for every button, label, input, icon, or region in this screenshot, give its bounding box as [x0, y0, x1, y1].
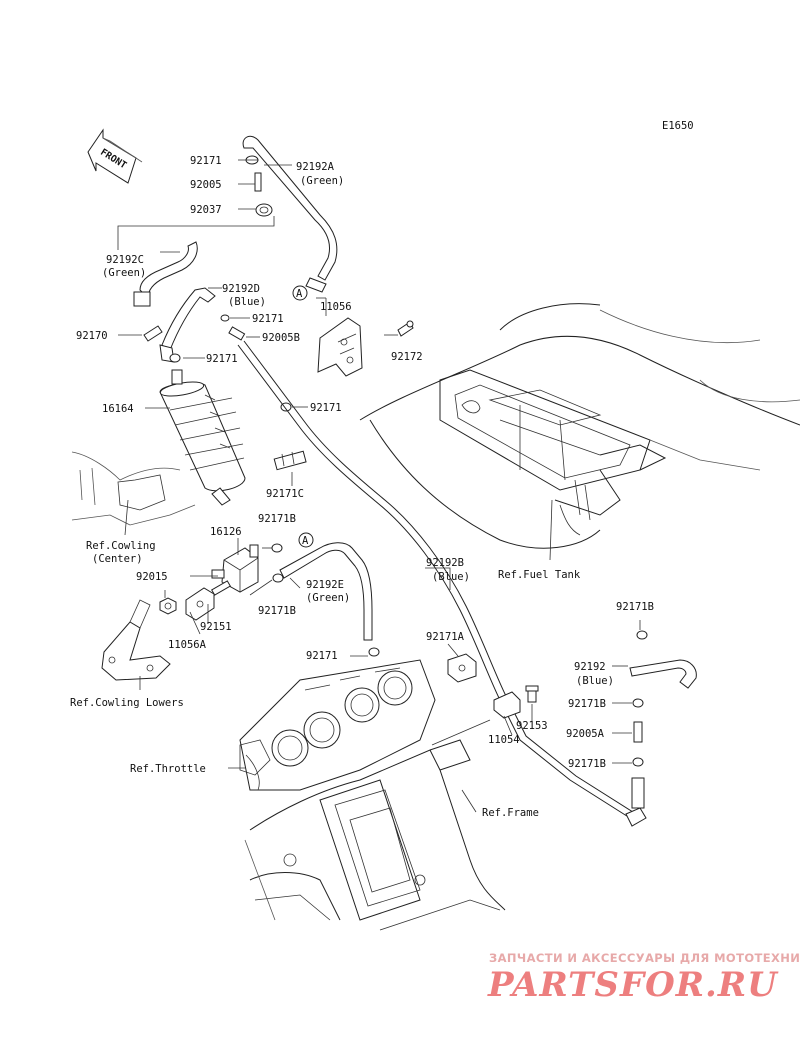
label-92171c: 92171C [266, 488, 304, 500]
label-92171-d: 92171 [310, 402, 342, 414]
bracket-11056 [317, 317, 363, 377]
clip-92171b-d [632, 698, 644, 708]
label-92192e: 92192E [306, 579, 344, 591]
label-92153: 92153 [516, 720, 548, 732]
hose-92192b [237, 340, 647, 827]
label-92192b: 92192B [426, 557, 464, 569]
label-92171b-d: 92171B [568, 698, 606, 710]
callout-a-mid-letter: A [302, 535, 309, 547]
canister-16164 [159, 369, 246, 506]
watermark-logo: PARTSFOR.RU [487, 965, 779, 1005]
clip-92170 [143, 325, 163, 342]
clip-92171b-c [636, 630, 648, 640]
label-92005a: 92005A [566, 728, 605, 740]
bracket-11056a [185, 587, 215, 621]
frame-drawing [244, 739, 506, 931]
label-92192c: 92192C [106, 254, 144, 266]
label-16126: 16126 [210, 526, 242, 538]
clip-92171-e [368, 647, 380, 657]
callout-a-top-letter: A [296, 288, 303, 300]
label-blue-d: (Blue) [228, 296, 266, 308]
cowling-lowers-drawing [101, 599, 171, 681]
fitting-92005a [633, 721, 643, 743]
connector-92171a [447, 653, 477, 683]
label-92192a: 92192A [296, 161, 335, 173]
label-92172: 92172 [391, 351, 423, 363]
label-ref-fuel-tank: Ref.Fuel Tank [498, 569, 581, 581]
fitting-92005b [228, 326, 246, 341]
leader-lines [117, 159, 641, 813]
clamp-92037 [255, 203, 273, 217]
front-direction-arrow: FRONT [87, 128, 143, 184]
label-ref-cowling-lowers: Ref.Cowling Lowers [70, 697, 184, 709]
hose-92192c [133, 241, 198, 307]
label-ref-cowling-center: Ref.Cowling [86, 540, 156, 552]
valve-16126 [211, 544, 259, 593]
label-92171-e: 92171 [306, 650, 338, 662]
label-92171b-b: 92171B [258, 605, 296, 617]
clip-92171-c [169, 353, 181, 363]
clip-92171-b [220, 314, 230, 322]
diagram-code: E1650 [662, 120, 694, 132]
label-green-e: (Green) [306, 592, 350, 604]
label-11056a: 11056A [168, 639, 207, 651]
label-92005: 92005 [190, 179, 222, 191]
bolt-92172 [397, 320, 414, 337]
label-92192: 92192 [574, 661, 606, 673]
label-92170: 92170 [76, 330, 108, 342]
hose-92192 [629, 659, 697, 689]
nut-92015 [159, 597, 177, 615]
label-92015: 92015 [136, 571, 168, 583]
label-92151: 92151 [200, 621, 232, 633]
clip-92171b-e [632, 757, 644, 767]
label-blue-f: (Blue) [576, 675, 614, 687]
label-92171-top: 92171 [190, 155, 222, 167]
hose-end-right [631, 777, 645, 809]
label-16164: 16164 [102, 403, 134, 415]
throttle-body-drawing [239, 659, 436, 791]
label-92192d: 92192D [222, 283, 260, 295]
clip-92171b-b [272, 573, 284, 583]
label-green-c: (Green) [102, 267, 146, 279]
label-92171a: 92171A [426, 631, 465, 643]
bracket-11054 [493, 691, 521, 719]
bolt-92153 [525, 685, 539, 703]
clip-92171-top [245, 155, 259, 165]
watermark: ЗАПЧАСТИ И АКСЕССУАРЫ ДЛЯ МОТОТЕХНИКИ PA… [487, 951, 800, 1005]
label-ref-throttle: Ref.Throttle [130, 763, 206, 775]
label-92037: 92037 [190, 204, 222, 216]
label-ref-frame: Ref.Frame [482, 807, 539, 819]
watermark-tagline: ЗАПЧАСТИ И АКСЕССУАРЫ ДЛЯ МОТОТЕХНИКИ [489, 951, 800, 965]
label-ref-cowling-center-2: (Center) [92, 553, 143, 565]
hose-92192e [279, 542, 373, 641]
callout-a-mid: A [298, 532, 314, 548]
fitting-92171c [273, 450, 307, 471]
fitting-92005 [254, 172, 262, 192]
label-92171b-e: 92171B [568, 758, 606, 770]
label-green-a: (Green) [300, 175, 344, 187]
label-blue-b: (Blue) [432, 571, 470, 583]
label-11056: 11056 [320, 301, 352, 313]
bolt-92151 [211, 580, 231, 596]
label-92171-b: 92171 [252, 313, 284, 325]
label-92171-c: 92171 [206, 353, 238, 365]
label-11054: 11054 [488, 734, 520, 746]
label-92005b: 92005B [262, 332, 300, 344]
label-92171b-c: 92171B [616, 601, 654, 613]
fuel-tank-drawing [359, 303, 800, 549]
hose-92192a [242, 135, 338, 293]
hose-92192d [159, 287, 216, 363]
clip-92171b-a [271, 543, 283, 553]
cowling-center-drawing [71, 451, 196, 526]
callout-a-top: A [292, 285, 308, 301]
label-92171b-a: 92171B [258, 513, 296, 525]
